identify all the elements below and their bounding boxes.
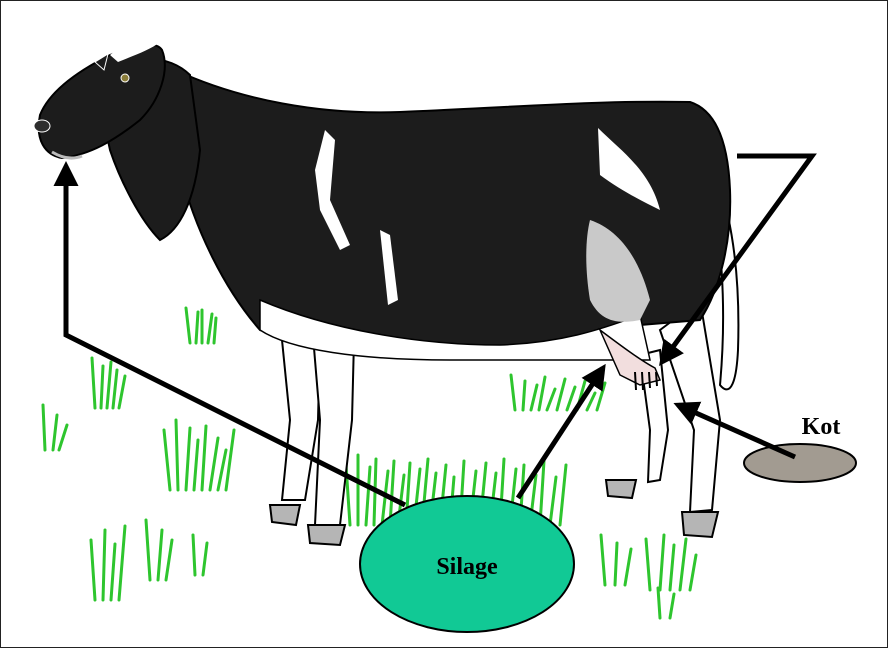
cow-illustration	[34, 39, 738, 545]
cow-front-leg-far	[282, 340, 320, 500]
grass-tuft	[646, 535, 696, 590]
grass-tuft	[91, 526, 125, 600]
cow-hind-leg-near	[660, 300, 720, 512]
manure-label: Kot	[802, 414, 841, 440]
cow-body	[175, 70, 730, 356]
grass-tuft	[92, 358, 125, 408]
cow-eye	[121, 74, 129, 82]
cow-hoof	[308, 525, 345, 545]
grass-tuft	[43, 405, 67, 450]
grass-tuft	[186, 308, 216, 343]
grass-tuft	[601, 535, 631, 585]
grass-tuft	[164, 420, 234, 490]
arrow-silage-to-udder	[518, 368, 603, 498]
silage-label: Silage	[436, 554, 498, 580]
grass-tuft	[658, 588, 674, 618]
cow-hoof	[682, 512, 718, 537]
grass-tuft	[511, 375, 605, 410]
grass-tuft	[193, 535, 207, 575]
cow-nose	[34, 120, 50, 132]
grass-tuft	[146, 520, 172, 580]
cow-hoof	[270, 505, 300, 525]
cow-hoof	[606, 480, 636, 498]
manure-pile	[744, 444, 856, 482]
